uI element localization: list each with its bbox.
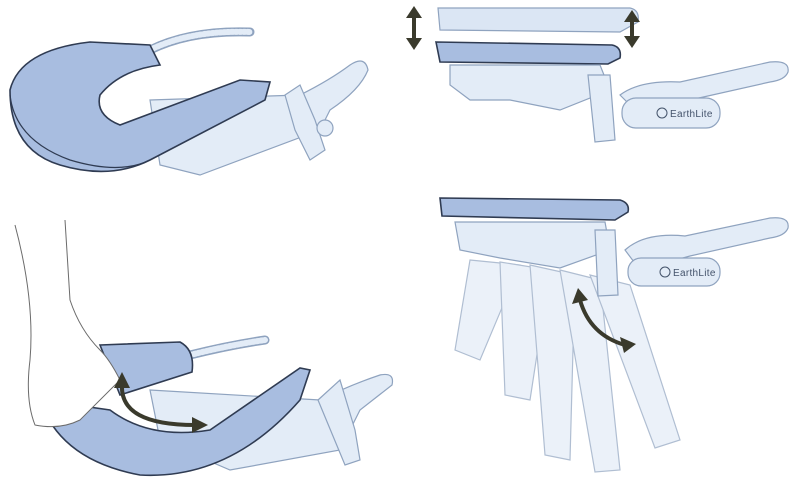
handle-grip [317, 378, 361, 466]
logo-icon [659, 266, 671, 278]
logo-text: EarthLite [670, 109, 713, 120]
panel-tilt-adjust: EarthLite [439, 197, 789, 473]
cushion-lowered [435, 41, 622, 65]
bracket-arm [149, 60, 369, 176]
knob [316, 119, 334, 137]
support-bar [587, 74, 616, 143]
logo-plate [621, 97, 721, 129]
logo-text: EarthLite [673, 268, 716, 279]
curved-double-arrow [114, 372, 208, 433]
support-bar [594, 229, 619, 297]
logo-icon [656, 107, 668, 119]
handle [624, 217, 789, 271]
vertical-arrow-right [624, 10, 640, 48]
handle-grip [284, 84, 326, 161]
hand [14, 219, 121, 428]
curved-double-arrow [572, 288, 636, 353]
face-cushion [38, 367, 312, 477]
vertical-arrow-left [406, 6, 422, 50]
cushion-raised [437, 7, 639, 33]
mechanism [449, 64, 611, 111]
mechanism [454, 221, 611, 269]
cushion [439, 197, 630, 221]
panel-cushion-pivot [14, 219, 394, 477]
fanned-positions [454, 259, 681, 473]
panel-cushion-overview [9, 27, 369, 176]
logo-plate [627, 257, 721, 287]
face-cushion [9, 41, 272, 173]
panel-height-adjust: EarthLite [406, 6, 789, 143]
